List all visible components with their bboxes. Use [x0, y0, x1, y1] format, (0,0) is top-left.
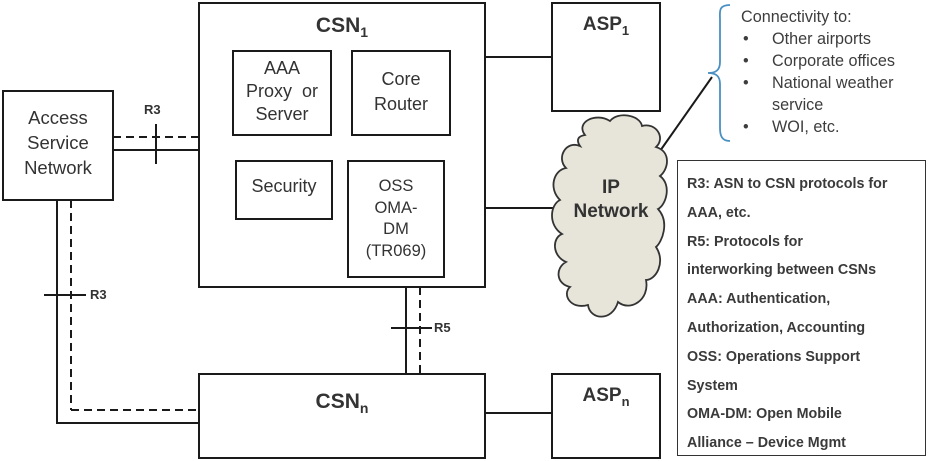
- oss-box: [347, 160, 445, 278]
- access-service-network-box: [2, 90, 114, 201]
- legend-line: OMA-DM: Open Mobile: [687, 406, 842, 423]
- legend-line: Authorization, Accounting: [687, 319, 866, 336]
- connectivity-list: Connectivity to: Other airports Corporat…: [741, 6, 895, 138]
- r5-label: R5: [434, 320, 451, 335]
- legend-line: Alliance – Device Mgmt: [687, 435, 846, 452]
- r3-label-left: R3: [90, 287, 107, 302]
- legend-line: AAA: Authentication,: [687, 291, 831, 308]
- ip-network-cloud: [551, 114, 668, 318]
- legend-line: R3: ASN to CSN protocols for: [687, 176, 888, 192]
- security-box: [235, 160, 333, 220]
- legend-line: OSS: Operations Support: [687, 348, 861, 365]
- connectivity-heading: Connectivity to:: [741, 8, 852, 26]
- core-router-box: [351, 50, 451, 136]
- connectivity-item: Other airports: [741, 28, 895, 50]
- legend-line: System: [687, 377, 738, 394]
- csn1-title: CSN1: [315, 14, 369, 41]
- legend-line: interworking between CSNs: [687, 262, 877, 279]
- connectivity-item: WOI, etc.: [741, 116, 895, 138]
- csnn-title: CSNn: [315, 390, 369, 417]
- legend-line: R5: Protocols for: [687, 233, 803, 250]
- aaa-label: AAA Proxy or Server: [245, 58, 319, 124]
- legend-box: R3: ASN to CSN protocols for AAA, etc. R…: [677, 160, 926, 456]
- access-service-network-label: Access Service Network: [24, 107, 92, 178]
- aaa-box: [232, 50, 332, 136]
- asp1-title: ASP1: [582, 14, 630, 38]
- oss-label: OSS OMA- DM (TR069): [365, 177, 427, 260]
- core-router-label: Core Router: [373, 69, 429, 114]
- connectivity-item: Corporate offices: [741, 50, 895, 72]
- ip-connectivity-link: [659, 76, 713, 152]
- security-label: Security: [251, 176, 317, 196]
- connectivity-brace: [707, 4, 731, 142]
- r3-label-top: R3: [144, 102, 161, 117]
- aspn-title: ASPn: [582, 385, 630, 409]
- aspn-box: [551, 373, 661, 459]
- ip-network-label: IP Network: [573, 177, 649, 222]
- legend-line: AAA, etc.: [687, 204, 751, 221]
- csnn-box: [198, 373, 486, 459]
- asp1-box: [551, 2, 661, 112]
